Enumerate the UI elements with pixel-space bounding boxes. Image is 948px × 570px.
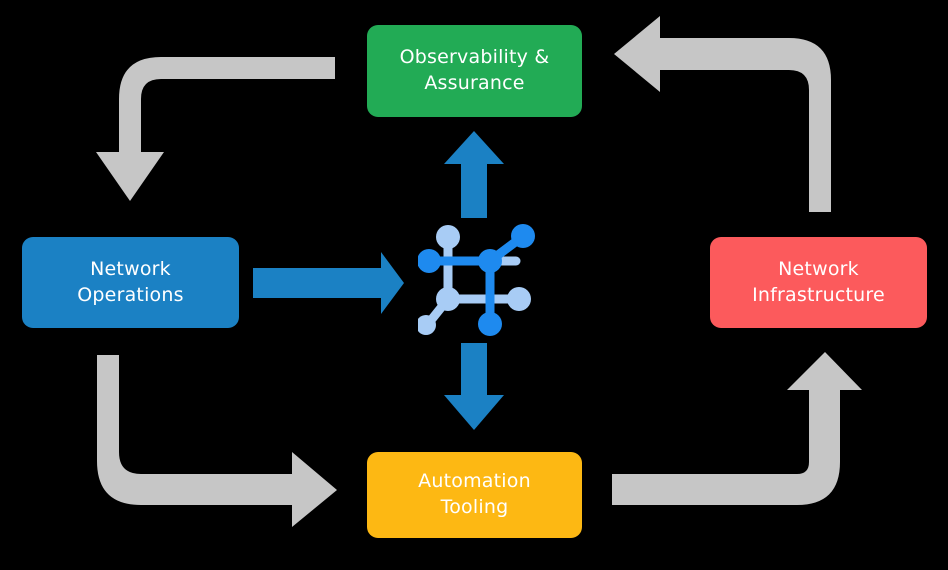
- arrow-observability-to-operations: [96, 57, 335, 201]
- arrow-center-to-automation: [444, 343, 504, 430]
- box-network-infrastructure[interactable]: Network Infrastructure: [710, 237, 927, 328]
- box-infrastructure-label: Network Infrastructure: [752, 257, 885, 306]
- mesh-nodes-dark: [418, 224, 535, 336]
- box-network-operations[interactable]: Network Operations: [22, 237, 239, 328]
- box-operations-label: Network Operations: [77, 257, 184, 306]
- network-mesh-icon: [418, 224, 535, 336]
- arrow-operations-to-center: [253, 252, 404, 314]
- arrow-operations-to-automation: [97, 355, 337, 527]
- box-automation-tooling[interactable]: Automation Tooling: [367, 452, 582, 538]
- box-observability-label: Observability & Assurance: [399, 46, 550, 94]
- box-observability-assurance[interactable]: Observability & Assurance: [367, 25, 582, 117]
- arrow-automation-to-infrastructure: [612, 352, 862, 505]
- arrow-infrastructure-to-observability: [614, 16, 831, 212]
- box-automation-label: Automation Tooling: [418, 470, 531, 518]
- mesh-nodes-light: [418, 225, 531, 335]
- arrow-center-to-observability: [444, 131, 504, 218]
